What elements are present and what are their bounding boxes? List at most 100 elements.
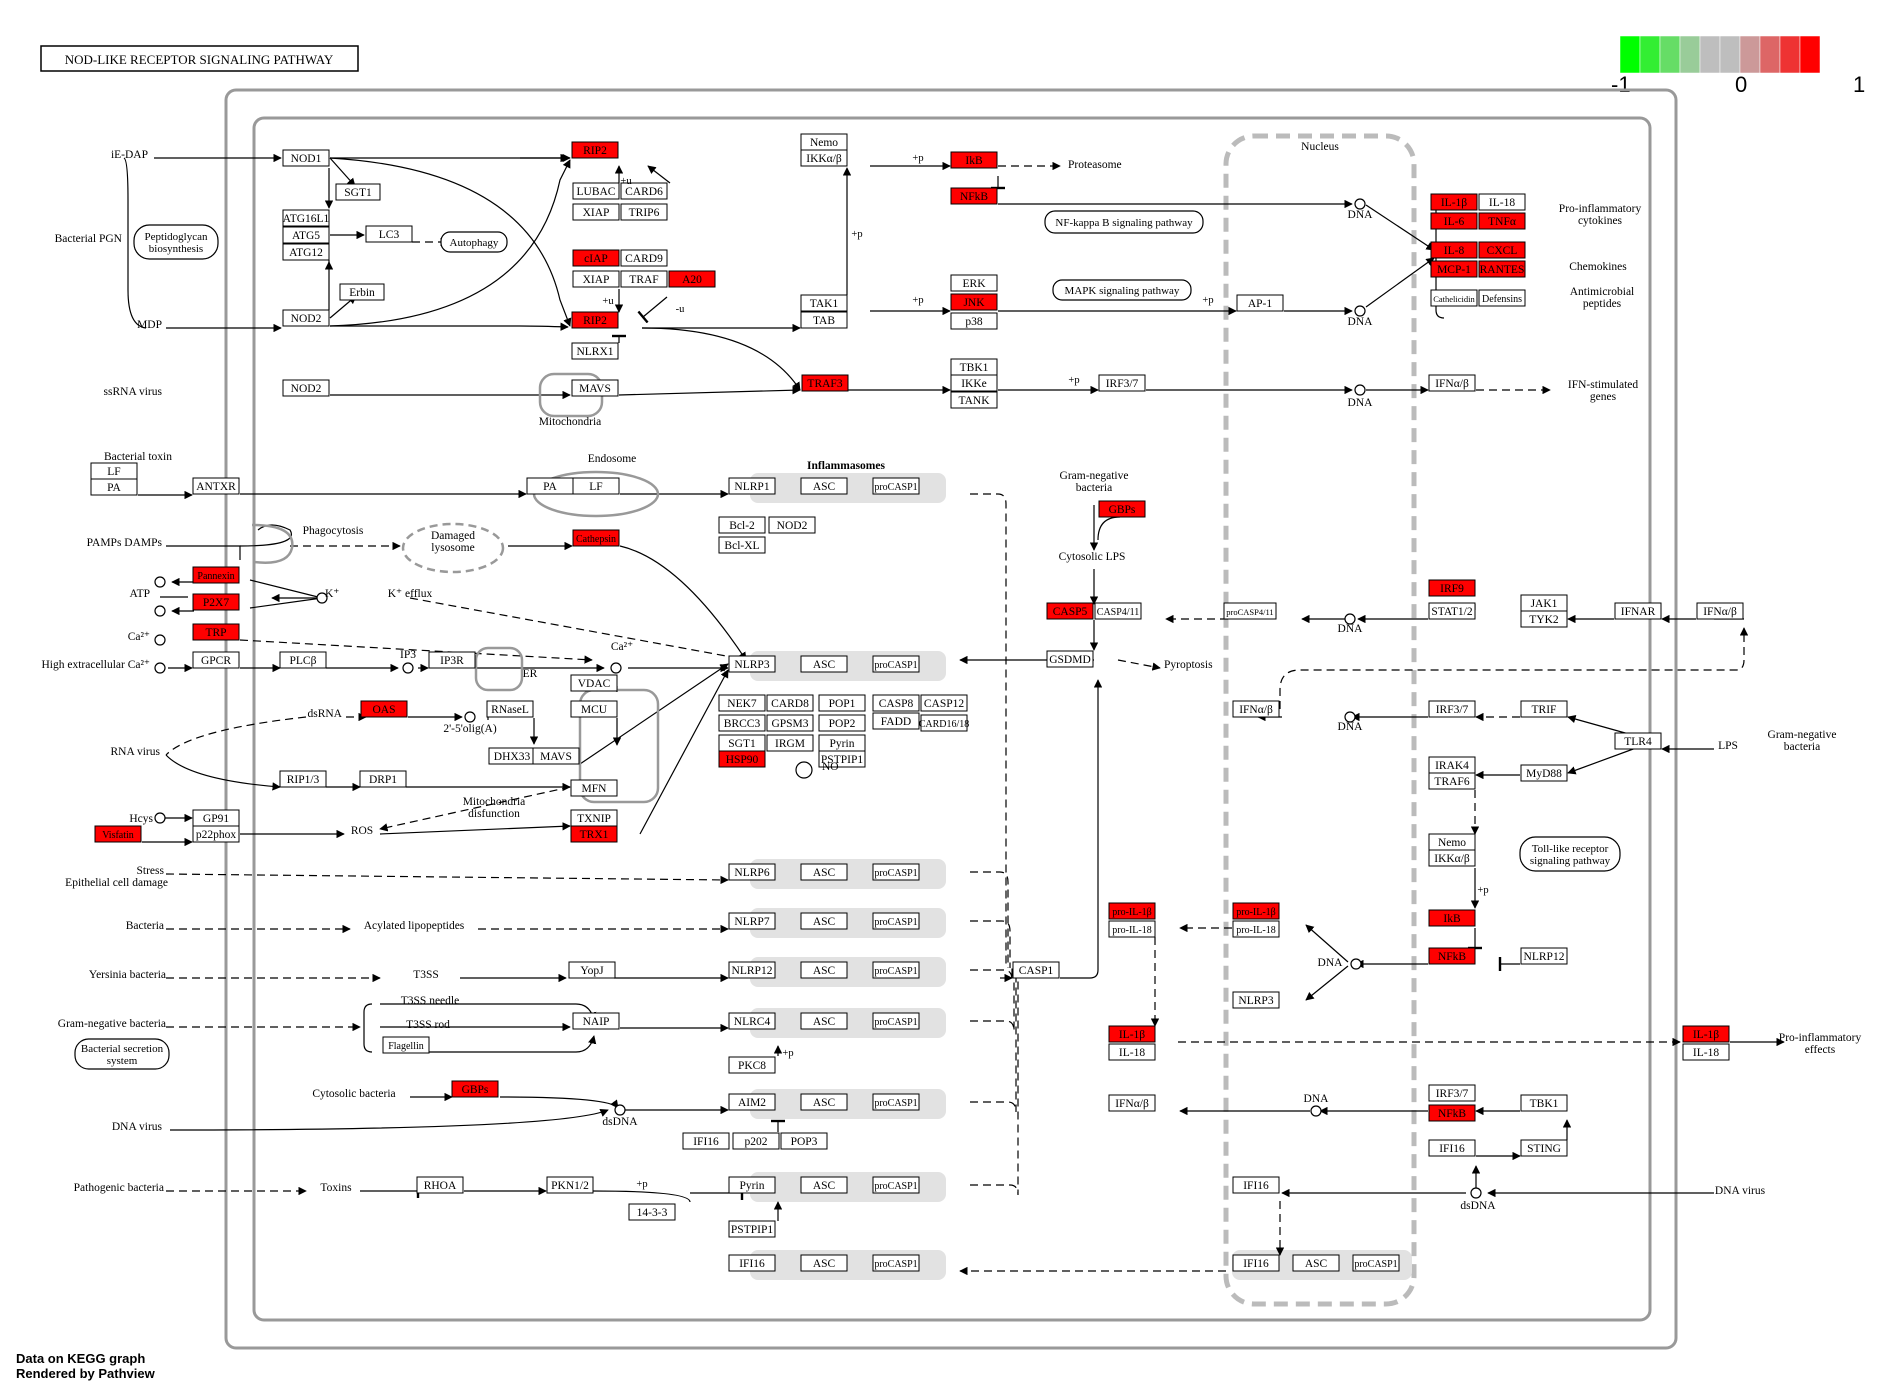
gene-node[interactable] bbox=[872, 1176, 920, 1194]
gene-node[interactable] bbox=[766, 734, 814, 752]
gene-node[interactable] bbox=[572, 203, 620, 221]
gene-node[interactable] bbox=[620, 203, 668, 221]
gene-node[interactable] bbox=[1478, 212, 1526, 230]
gene-node[interactable] bbox=[801, 374, 849, 392]
gene-node[interactable] bbox=[728, 655, 776, 673]
gene-node[interactable] bbox=[800, 294, 848, 312]
gene-node[interactable] bbox=[192, 623, 240, 641]
gene-node[interactable] bbox=[571, 311, 619, 329]
gene-node[interactable] bbox=[94, 825, 142, 843]
gene-node[interactable] bbox=[90, 478, 138, 496]
gene-node[interactable] bbox=[1428, 772, 1476, 790]
gene-node[interactable] bbox=[570, 700, 618, 718]
gene-node[interactable] bbox=[570, 825, 618, 843]
gene-node[interactable] bbox=[818, 714, 866, 732]
gene-node[interactable] bbox=[1232, 1176, 1280, 1194]
gene-node[interactable] bbox=[1430, 212, 1478, 230]
gene-node[interactable] bbox=[718, 694, 766, 712]
gene-node[interactable] bbox=[486, 700, 534, 718]
gene-node[interactable] bbox=[728, 961, 776, 979]
gene-node[interactable] bbox=[920, 694, 968, 712]
gene-node[interactable] bbox=[451, 1080, 499, 1098]
gene-node[interactable] bbox=[1428, 849, 1476, 867]
gene-node[interactable] bbox=[780, 1132, 828, 1150]
gene-node[interactable] bbox=[282, 226, 330, 244]
gene-node[interactable] bbox=[718, 714, 766, 732]
gene-node[interactable] bbox=[1430, 289, 1478, 307]
gene-node[interactable] bbox=[570, 779, 618, 797]
gene-node[interactable] bbox=[1046, 650, 1094, 668]
gene-node[interactable] bbox=[382, 1036, 430, 1054]
gene-node[interactable] bbox=[1430, 241, 1478, 259]
gene-node[interactable] bbox=[950, 274, 998, 292]
pathway-map-node[interactable] bbox=[74, 1038, 170, 1070]
gene-node[interactable] bbox=[800, 477, 848, 495]
gene-node[interactable] bbox=[1232, 991, 1280, 1009]
gene-node[interactable] bbox=[1428, 1084, 1476, 1102]
gene-node[interactable] bbox=[800, 1093, 848, 1111]
gene-node[interactable] bbox=[1614, 602, 1662, 620]
gene-node[interactable] bbox=[628, 1203, 676, 1221]
pathway-map-node[interactable] bbox=[440, 231, 508, 253]
gene-node[interactable] bbox=[872, 1093, 920, 1111]
gene-node[interactable] bbox=[1046, 602, 1094, 620]
gene-node[interactable] bbox=[766, 714, 814, 732]
gene-node[interactable] bbox=[1478, 289, 1526, 307]
gene-node[interactable] bbox=[1108, 920, 1156, 938]
gene-node[interactable] bbox=[1428, 700, 1476, 718]
gene-node[interactable] bbox=[766, 694, 814, 712]
gene-node[interactable] bbox=[1520, 947, 1568, 965]
gene-node[interactable] bbox=[1520, 764, 1568, 782]
gene-node[interactable] bbox=[1696, 602, 1744, 620]
gene-node[interactable] bbox=[718, 750, 766, 768]
gene-node[interactable] bbox=[1108, 1043, 1156, 1061]
gene-node[interactable] bbox=[192, 651, 240, 669]
gene-node[interactable] bbox=[728, 1176, 776, 1194]
gene-node[interactable] bbox=[872, 655, 920, 673]
gene-node[interactable] bbox=[572, 529, 620, 547]
gene-node[interactable] bbox=[1478, 241, 1526, 259]
gene-node[interactable] bbox=[1232, 700, 1280, 718]
gene-node[interactable] bbox=[1108, 1094, 1156, 1112]
gene-node[interactable] bbox=[620, 249, 668, 267]
gene-node[interactable] bbox=[950, 151, 998, 169]
gene-node[interactable] bbox=[800, 1176, 848, 1194]
gene-node[interactable] bbox=[1352, 1254, 1400, 1272]
gene-node[interactable] bbox=[682, 1132, 730, 1150]
gene-node[interactable] bbox=[800, 912, 848, 930]
gene-node[interactable] bbox=[728, 1254, 776, 1272]
gene-node[interactable] bbox=[1098, 374, 1146, 392]
gene-node[interactable] bbox=[572, 270, 620, 288]
gene-node[interactable] bbox=[365, 225, 413, 243]
gene-node[interactable] bbox=[732, 1132, 780, 1150]
gene-node[interactable] bbox=[800, 1254, 848, 1272]
gene-node[interactable] bbox=[800, 311, 848, 329]
gene-node[interactable] bbox=[572, 249, 620, 267]
gene-node[interactable] bbox=[718, 536, 766, 554]
gene-node[interactable] bbox=[1292, 1254, 1340, 1272]
gene-node[interactable] bbox=[728, 1220, 776, 1238]
gene-node[interactable] bbox=[620, 270, 668, 288]
gene-node[interactable] bbox=[920, 714, 968, 732]
gene-node[interactable] bbox=[728, 1012, 776, 1030]
gene-node[interactable] bbox=[192, 566, 240, 584]
gene-node[interactable] bbox=[800, 149, 848, 167]
gene-node[interactable] bbox=[728, 1093, 776, 1111]
gene-node[interactable] bbox=[339, 283, 385, 301]
gene-node[interactable] bbox=[282, 243, 330, 261]
gene-node[interactable] bbox=[192, 477, 240, 495]
gene-node[interactable] bbox=[1682, 1043, 1730, 1061]
gene-node[interactable] bbox=[872, 694, 920, 712]
gene-node[interactable] bbox=[192, 825, 240, 843]
gene-node[interactable] bbox=[1428, 602, 1476, 620]
gene-node[interactable] bbox=[1430, 260, 1478, 278]
gene-node[interactable] bbox=[728, 912, 776, 930]
gene-node[interactable] bbox=[428, 651, 476, 669]
gene-node[interactable] bbox=[1682, 1025, 1730, 1043]
gene-node[interactable] bbox=[872, 863, 920, 881]
gene-node[interactable] bbox=[800, 1012, 848, 1030]
gene-node[interactable] bbox=[1478, 193, 1526, 211]
gene-node[interactable] bbox=[872, 712, 920, 730]
gene-node[interactable] bbox=[1430, 193, 1478, 211]
gene-node[interactable] bbox=[571, 342, 619, 360]
